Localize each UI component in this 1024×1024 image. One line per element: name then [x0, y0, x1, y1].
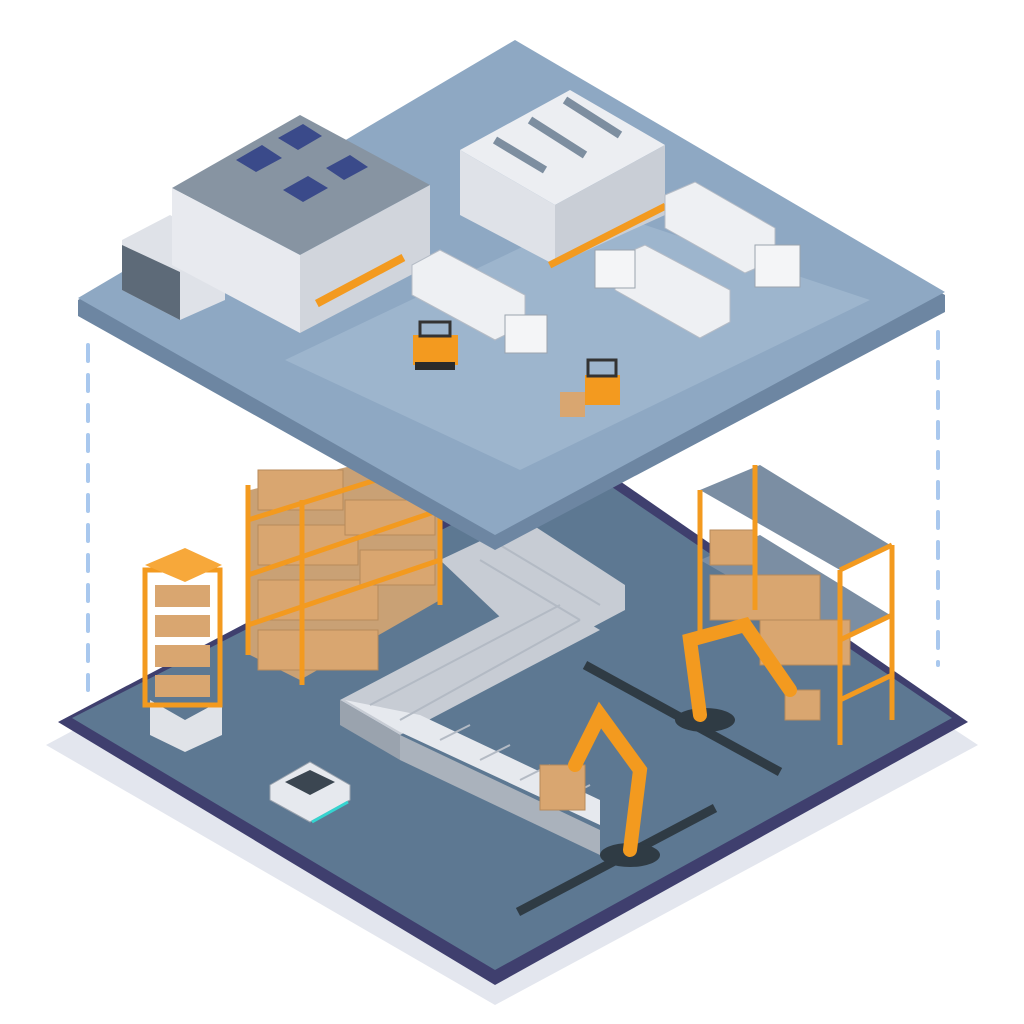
truck [664, 181, 801, 288]
truck [411, 249, 548, 354]
agv-robot [269, 761, 351, 824]
forklift [413, 320, 458, 370]
roller-conveyor [340, 520, 625, 855]
pallet-rack-right [697, 465, 895, 745]
truck [594, 244, 731, 339]
pallet-rack-left [245, 445, 443, 685]
yard [285, 210, 870, 470]
robotic-arm-back [675, 616, 797, 732]
mobile-shelf-robot [142, 548, 223, 752]
factory-building [122, 115, 430, 333]
robotic-arm-front [539, 701, 660, 867]
forklift [560, 358, 620, 417]
warehouse-building [460, 90, 668, 269]
